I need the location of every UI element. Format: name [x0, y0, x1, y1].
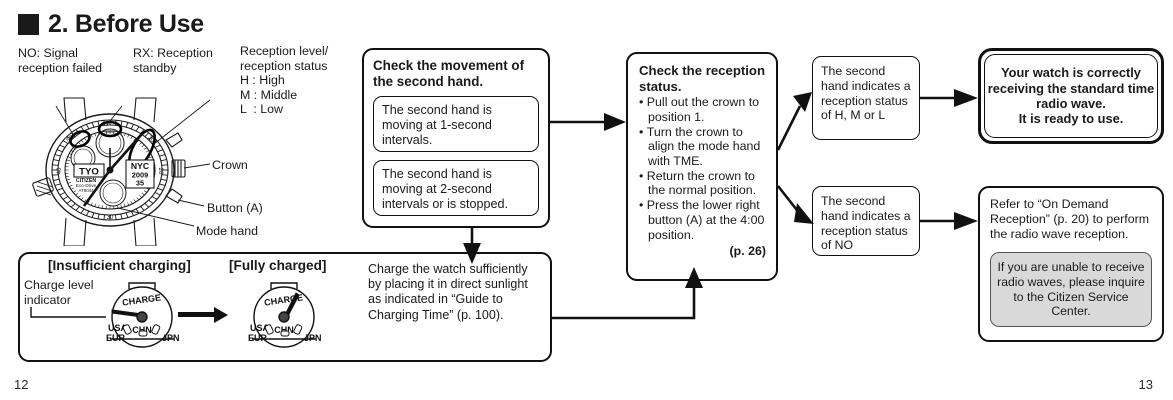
box-status-no: The second hand indicates a reception st… [812, 186, 920, 256]
svg-text:30: 30 [107, 215, 114, 221]
box-success-text: Your watch is correctly receiving the st… [987, 65, 1155, 127]
svg-text:Eco-Drive: Eco-Drive [76, 183, 97, 188]
callout-reception-level-title: Reception level/ reception status [240, 44, 329, 73]
charge-dial-insufficient: CHARGE CHN USA EUR JPN [106, 282, 180, 348]
svg-text:CHARGE: CHARGE [122, 292, 162, 307]
box-refer-text: Refer to “On Demand Reception” (p. 20) t… [990, 197, 1150, 241]
page-title: 2. Before Use [48, 10, 204, 38]
svg-text:2009: 2009 [132, 171, 148, 180]
charging-title-insufficient: [Insufficient charging] [48, 258, 191, 273]
callout-rx-standby-text: RX: Reception standby [133, 46, 213, 75]
page-number-left: 12 [14, 377, 29, 392]
box-success-inner: Your watch is correctly receiving the st… [984, 54, 1158, 138]
box-success-result: Your watch is correctly receiving the st… [978, 48, 1164, 144]
callout-button-a: Button (A) [207, 201, 263, 215]
reception-step-1: Pull out the crown to position 1. [639, 95, 766, 124]
svg-text:NYC: NYC [131, 161, 149, 171]
black-square-icon [18, 14, 39, 35]
level-row-low: L : Low [240, 102, 283, 117]
reception-step-2: Turn the crown to align the mode hand wi… [639, 125, 766, 169]
svg-text:35: 35 [136, 179, 144, 188]
svg-text:JPN: JPN [162, 333, 180, 343]
svg-text:40: 40 [57, 167, 63, 174]
box-refer-on-demand-reception: Refer to “On Demand Reception” (p. 20) t… [978, 186, 1164, 342]
reception-step-4: Press the lower right button (A) at the … [639, 198, 766, 242]
box-status-hml: The second hand indicates a reception st… [812, 56, 920, 140]
page-header: 2. Before Use [18, 10, 204, 39]
callout-mode-hand: Mode hand [196, 224, 259, 238]
svg-text:CITIZEN: CITIZEN [76, 178, 96, 184]
option-2-second-intervals[interactable]: The second hand is moving at 2-second in… [373, 160, 539, 216]
box-status-hml-text: The second hand indicates a reception st… [821, 64, 911, 123]
callout-no-signal-text: NO: Signal reception failed [18, 46, 103, 75]
charge-level-indicator-label: Charge level indicator [24, 278, 94, 307]
watch-illustration: TYO NYC 2009 35 CITIZEN Eco-Drive AT8044… [32, 97, 211, 246]
svg-text:USA: USA [250, 323, 270, 333]
box-reception-title: Check the reception status. [639, 63, 766, 94]
svg-text:EUR: EUR [106, 333, 126, 343]
arrow-to-refer-icon [954, 212, 978, 230]
reception-steps-list: Pull out the crown to position 1. Turn t… [639, 95, 766, 242]
box-refer-service-note: If you are unable to receive radio waves… [990, 252, 1152, 328]
level-row-high: H : High [240, 73, 285, 88]
callout-no-signal: NO: Signal reception failed [18, 46, 138, 75]
svg-text:JPN: JPN [304, 333, 322, 343]
arrow-to-success-icon [954, 89, 978, 107]
charging-title-full: [Fully charged] [229, 258, 327, 273]
svg-text:50: 50 [66, 134, 75, 143]
svg-text:10: 10 [146, 135, 155, 144]
option-1-second-text: The second hand is moving at 1-second in… [382, 103, 492, 148]
charging-progress-arrow-icon [178, 307, 228, 323]
box-check-second-hand-movement: Check the movement of the second hand. T… [362, 48, 550, 228]
box-movement-title: Check the movement of the second hand. [373, 58, 525, 89]
reception-step-3: Return the crown to the normal position. [639, 169, 766, 198]
level-row-middle: M : Middle [240, 87, 298, 102]
svg-text:20: 20 [157, 168, 163, 175]
svg-text:CHN: CHN [274, 325, 294, 335]
svg-text:EUR: EUR [248, 333, 268, 343]
reception-page-reference: (p. 26) [729, 244, 767, 259]
arrow-to-reception-icon [604, 113, 626, 131]
arrow-to-no-icon [794, 203, 814, 224]
callout-rx-standby: RX: Reception standby [133, 46, 238, 75]
box-status-no-text: The second hand indicates a reception st… [821, 194, 911, 253]
page-number-right: 13 [1138, 377, 1153, 392]
callout-reception-level: Reception level/ reception status H : Hi… [240, 44, 358, 117]
svg-text:TYO: TYO [79, 166, 99, 177]
box-charging [18, 252, 552, 362]
svg-text:AT8044: AT8044 [78, 188, 94, 193]
box-check-reception-status: Check the reception status. Pull out the… [626, 52, 778, 281]
charging-instruction-text: Charge the watch sufficiently by placing… [368, 262, 528, 322]
charge-indicator-leader-line [30, 307, 106, 318]
callout-crown: Crown [212, 158, 248, 172]
arrow-to-hml-icon [793, 92, 812, 112]
option-1-second-intervals[interactable]: The second hand is moving at 1-second in… [373, 96, 539, 152]
charge-dial-full: CHARGE CHN USA EUR JPN [248, 282, 322, 348]
svg-text:CHN: CHN [132, 325, 152, 335]
option-2-second-text: The second hand is moving at 2-second in… [382, 167, 508, 212]
svg-text:USA: USA [108, 323, 128, 333]
